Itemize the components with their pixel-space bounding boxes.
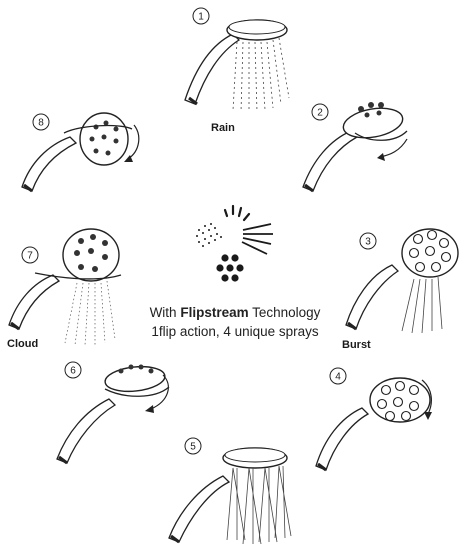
step-1-showerhead: 1 Rain	[165, 0, 295, 134]
step-2-showerhead: 2	[295, 95, 425, 225]
flipstream-center: With Flipstream Technology 1flip action,…	[135, 195, 335, 345]
step-3-label: Burst	[342, 339, 371, 351]
brand-name: Flipstream	[180, 305, 249, 320]
step-7-showerhead: 7 Cloud	[5, 225, 135, 355]
step-number: 2	[317, 108, 323, 119]
caption-prefix: With	[149, 305, 181, 320]
step-number: 5	[190, 442, 196, 453]
step-4-showerhead: 4	[310, 360, 440, 490]
step-number: 3	[365, 237, 371, 248]
step-5-showerhead: 5	[165, 420, 295, 550]
spray-pattern-icon	[196, 204, 273, 282]
caption-line-1: With Flipstream Technology	[135, 303, 335, 322]
step-number: 6	[70, 366, 76, 377]
step-number: 8	[38, 118, 44, 129]
step-number: 7	[27, 251, 33, 262]
caption-line-2: 1flip action, 4 unique sprays	[151, 324, 319, 339]
step-number: 1	[198, 12, 204, 23]
step-1-label: Rain	[211, 122, 235, 134]
caption-suffix: Technology	[248, 305, 321, 320]
step-number: 4	[335, 372, 341, 383]
caption: With Flipstream Technology 1flip action,…	[135, 303, 335, 341]
step-6-showerhead: 6	[55, 355, 185, 485]
step-7-label: Cloud	[7, 338, 39, 350]
step-3-showerhead: 3 Burst	[340, 225, 468, 355]
step-8-showerhead: 8	[20, 95, 150, 225]
